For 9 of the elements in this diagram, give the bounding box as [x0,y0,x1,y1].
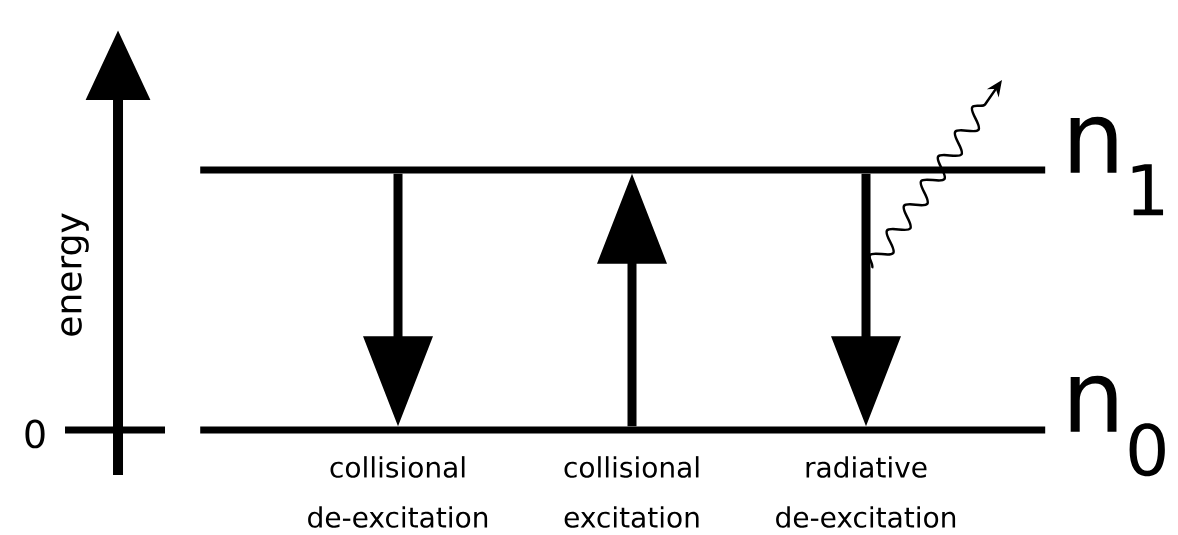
arrow [597,173,667,427]
process-label: collisional excitation [564,456,699,528]
process-label: radiative de-excitation [776,456,956,528]
axis-label: energy [61,213,89,336]
arrow [831,173,901,427]
arrow [363,173,433,427]
tick-label: 0 [25,419,45,449]
process-label: collisional de-excitation [308,456,488,528]
energy-level-line: n$_{1}$ [200,116,1164,216]
